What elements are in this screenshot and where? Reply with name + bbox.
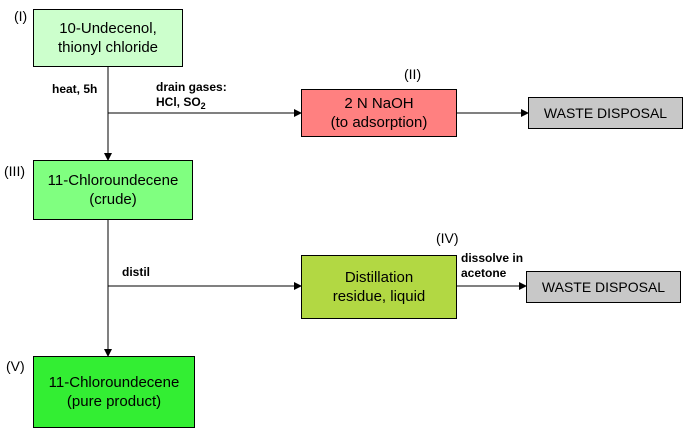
node-n4-line2: residue, liquid	[332, 288, 426, 305]
node-n1-line2: thionyl chloride	[57, 39, 159, 56]
numeral-n4: (IV)	[436, 230, 459, 246]
label-distil: distil	[122, 265, 151, 279]
node-10-undecenol: 10-Undecenol, thionyl chloride	[33, 9, 183, 67]
node-crude-chloroundecene: 11-Chloroundecene (crude)	[33, 160, 193, 220]
node-naoh: 2 N NaOH (to adsorption)	[301, 89, 457, 137]
numeral-n2: (II)	[404, 66, 422, 82]
label-drain-gases: drain gases: HCl, SO2	[156, 80, 227, 114]
waste-disposal-2: WASTE DISPOSAL	[526, 271, 681, 303]
node-n5-line1: 11-Chloroundecene	[48, 374, 180, 391]
label-heat: heat, 5h	[52, 82, 98, 96]
node-n4-line1: Distillation	[344, 269, 414, 286]
node-n3-line2: (crude)	[89, 191, 137, 208]
numeral-n5: (V)	[6, 358, 25, 374]
label-drain-line1: drain gases:	[156, 80, 227, 94]
label-drain-line2: HCl, SO2	[156, 95, 227, 114]
node-n5-line2: (pure product)	[66, 393, 162, 410]
node-n2-line2: (to adsorption)	[330, 114, 428, 131]
label-dissolve: dissolve in acetone	[461, 251, 523, 281]
waste-2-label: WASTE DISPOSAL	[541, 278, 666, 295]
numeral-n3: (III)	[4, 163, 25, 179]
waste-1-label: WASTE DISPOSAL	[543, 104, 668, 121]
waste-disposal-1: WASTE DISPOSAL	[528, 97, 683, 129]
label-dissolve-line2: acetone	[461, 266, 507, 280]
node-n3-line1: 11-Chloroundecene	[47, 172, 179, 189]
numeral-n1: (I)	[14, 8, 28, 24]
label-drain-subscript: 2	[200, 101, 206, 111]
node-distillation-residue: Distillation residue, liquid	[301, 255, 457, 319]
label-drain-gases-text: HCl, SO	[156, 95, 201, 109]
node-n1-line1: 10-Undecenol,	[59, 20, 157, 37]
node-n2-line1: 2 N NaOH	[344, 95, 414, 112]
node-pure-chloroundecene: 11-Chloroundecene (pure product)	[33, 356, 195, 428]
label-dissolve-line1: dissolve in	[461, 251, 524, 265]
